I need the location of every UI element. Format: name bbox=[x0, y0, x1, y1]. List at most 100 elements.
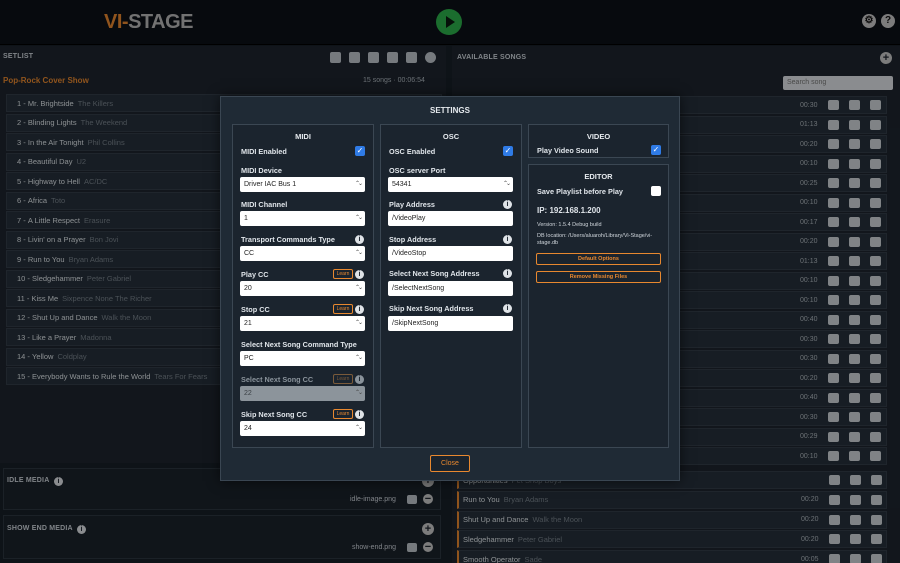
trash-icon[interactable] bbox=[871, 534, 882, 545]
video-icon[interactable] bbox=[828, 334, 839, 344]
info-icon[interactable]: i bbox=[355, 410, 364, 419]
edit-icon[interactable] bbox=[849, 256, 860, 266]
info-icon[interactable]: i bbox=[503, 304, 512, 313]
video-icon[interactable] bbox=[828, 197, 839, 208]
video-icon[interactable] bbox=[828, 295, 839, 305]
edit-icon[interactable] bbox=[849, 334, 860, 344]
play-cc-input[interactable]: 20 bbox=[240, 281, 365, 296]
transport-type-select[interactable]: CC bbox=[240, 246, 365, 261]
edit-icon[interactable] bbox=[850, 514, 861, 525]
video-icon[interactable] bbox=[829, 494, 840, 505]
edit-icon[interactable] bbox=[849, 275, 860, 286]
trash-icon[interactable] bbox=[870, 119, 881, 130]
trash-icon[interactable] bbox=[870, 158, 881, 169]
video-icon[interactable] bbox=[829, 554, 840, 563]
trash-icon[interactable] bbox=[870, 197, 881, 208]
video-icon[interactable] bbox=[828, 139, 839, 149]
trash-icon[interactable] bbox=[870, 431, 881, 442]
remove-missing-files-button[interactable]: Remove Missing Files bbox=[536, 271, 661, 283]
video-icon[interactable] bbox=[828, 178, 839, 188]
edit-icon[interactable] bbox=[849, 119, 860, 130]
midi-enabled-checkbox[interactable]: ✓ bbox=[355, 146, 365, 156]
edit-icon[interactable] bbox=[849, 412, 860, 422]
stop-cc-learn-button[interactable]: Learn bbox=[333, 304, 353, 314]
add-song-icon[interactable]: + bbox=[880, 52, 892, 64]
trash-icon[interactable] bbox=[870, 100, 881, 110]
edit-icon[interactable] bbox=[849, 392, 860, 403]
info-icon[interactable]: i bbox=[77, 525, 86, 534]
trash-icon[interactable] bbox=[870, 178, 881, 188]
play-cc-learn-button[interactable]: Learn bbox=[333, 269, 353, 279]
trash-icon[interactable] bbox=[870, 236, 881, 247]
edit-icon[interactable] bbox=[850, 554, 861, 563]
stop-address-input[interactable]: /VideoStop bbox=[388, 246, 513, 261]
midi-channel-select[interactable]: 1 bbox=[240, 211, 365, 226]
trash-icon[interactable] bbox=[870, 256, 881, 266]
edit-icon[interactable] bbox=[849, 314, 860, 325]
folder-icon[interactable] bbox=[406, 52, 417, 63]
info-icon[interactable]: i bbox=[355, 235, 364, 244]
play-button[interactable] bbox=[436, 9, 462, 35]
edit-icon[interactable] bbox=[850, 534, 861, 545]
trash-icon[interactable] bbox=[870, 295, 881, 305]
next-song-cc-learn-button[interactable]: Learn bbox=[333, 374, 353, 384]
help-icon[interactable]: ? bbox=[881, 14, 895, 28]
edit-icon[interactable] bbox=[849, 178, 860, 188]
trash-icon[interactable] bbox=[871, 475, 882, 485]
trash-icon[interactable] bbox=[870, 334, 881, 344]
trash-icon[interactable] bbox=[870, 275, 881, 286]
video-icon[interactable] bbox=[828, 119, 839, 130]
edit-icon[interactable] bbox=[849, 236, 860, 247]
search-input[interactable]: Search song bbox=[783, 76, 893, 90]
video-icon[interactable] bbox=[828, 236, 839, 247]
video-icon[interactable] bbox=[828, 431, 839, 442]
undo-icon[interactable] bbox=[330, 52, 341, 63]
info-icon[interactable]: i bbox=[355, 305, 364, 314]
add-icon[interactable] bbox=[425, 52, 436, 63]
save-icon[interactable] bbox=[349, 52, 360, 63]
video-icon[interactable] bbox=[828, 256, 839, 266]
trash-icon[interactable] bbox=[870, 373, 881, 383]
next-song-cmd-select[interactable]: PC bbox=[240, 351, 365, 366]
edit-icon[interactable] bbox=[849, 139, 860, 149]
info-icon[interactable]: i bbox=[355, 270, 364, 279]
trash-icon[interactable] bbox=[870, 451, 881, 461]
osc-port-input[interactable]: 54341 bbox=[388, 177, 513, 192]
video-icon[interactable] bbox=[829, 475, 840, 485]
edit-icon[interactable] bbox=[849, 451, 860, 461]
edit-icon[interactable] bbox=[849, 197, 860, 208]
trash-icon[interactable] bbox=[871, 514, 882, 525]
video-icon[interactable] bbox=[828, 217, 839, 227]
edit-icon[interactable] bbox=[849, 353, 860, 364]
remove-idle-media-icon[interactable]: − bbox=[423, 493, 433, 505]
save-playlist-checkbox[interactable] bbox=[651, 186, 661, 196]
video-icon[interactable] bbox=[828, 451, 839, 461]
trash-icon[interactable] bbox=[870, 314, 881, 325]
next-song-cc-input[interactable]: 22 bbox=[240, 386, 365, 401]
info-icon[interactable]: i bbox=[54, 477, 63, 486]
remove-show-end-media-icon[interactable]: − bbox=[423, 541, 433, 553]
video-icon[interactable] bbox=[829, 534, 840, 545]
edit-icon[interactable] bbox=[849, 217, 860, 227]
play-address-input[interactable]: /VideoPlay bbox=[388, 211, 513, 226]
video-icon[interactable] bbox=[829, 514, 840, 525]
next-address-input[interactable]: /SelectNextSong bbox=[388, 281, 513, 296]
stop-cc-input[interactable]: 21 bbox=[240, 316, 365, 331]
edit-icon[interactable] bbox=[849, 158, 860, 169]
edit-icon[interactable] bbox=[849, 373, 860, 383]
default-options-button[interactable]: Default Options bbox=[536, 253, 661, 265]
video-icon[interactable] bbox=[828, 373, 839, 383]
info-icon[interactable]: i bbox=[503, 235, 512, 244]
close-button[interactable]: Close bbox=[430, 455, 470, 472]
trash-icon[interactable] bbox=[870, 217, 881, 227]
video-sound-checkbox[interactable]: ✓ bbox=[651, 145, 661, 155]
trash-icon[interactable] bbox=[871, 494, 882, 505]
video-icon[interactable] bbox=[828, 158, 839, 169]
edit-icon[interactable] bbox=[850, 494, 861, 505]
edit-icon[interactable] bbox=[368, 52, 379, 63]
trash-icon[interactable] bbox=[871, 554, 882, 563]
osc-enabled-checkbox[interactable]: ✓ bbox=[503, 146, 513, 156]
